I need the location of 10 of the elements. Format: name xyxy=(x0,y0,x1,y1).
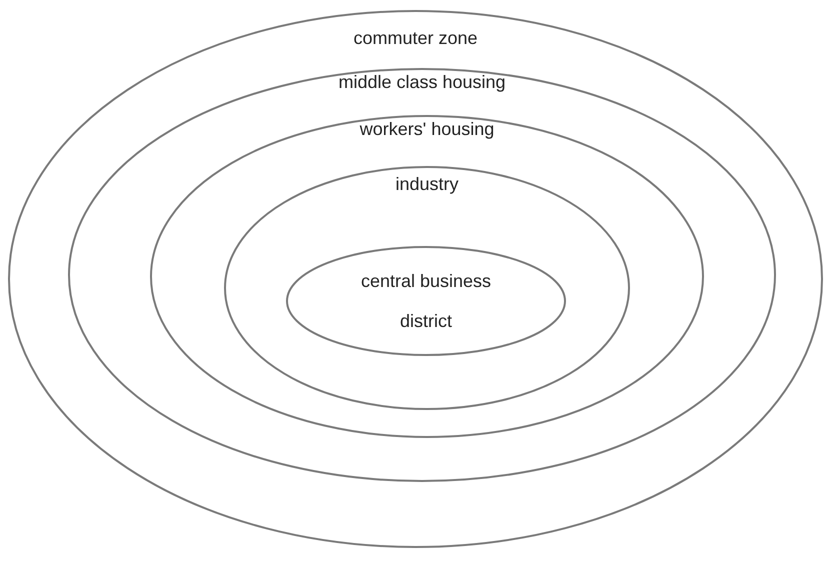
zone-ring xyxy=(224,166,630,410)
zone-label: commuter zone xyxy=(353,27,478,50)
zone-label: workers' housing xyxy=(360,118,494,141)
zone-ring xyxy=(150,115,704,438)
zone-ring xyxy=(286,246,566,356)
zone-label: middle class housing xyxy=(338,71,506,94)
zone-label: central business district xyxy=(360,270,492,333)
zone-ring xyxy=(8,10,823,548)
zone-ring xyxy=(68,68,776,482)
zone-label: industry xyxy=(395,173,459,196)
